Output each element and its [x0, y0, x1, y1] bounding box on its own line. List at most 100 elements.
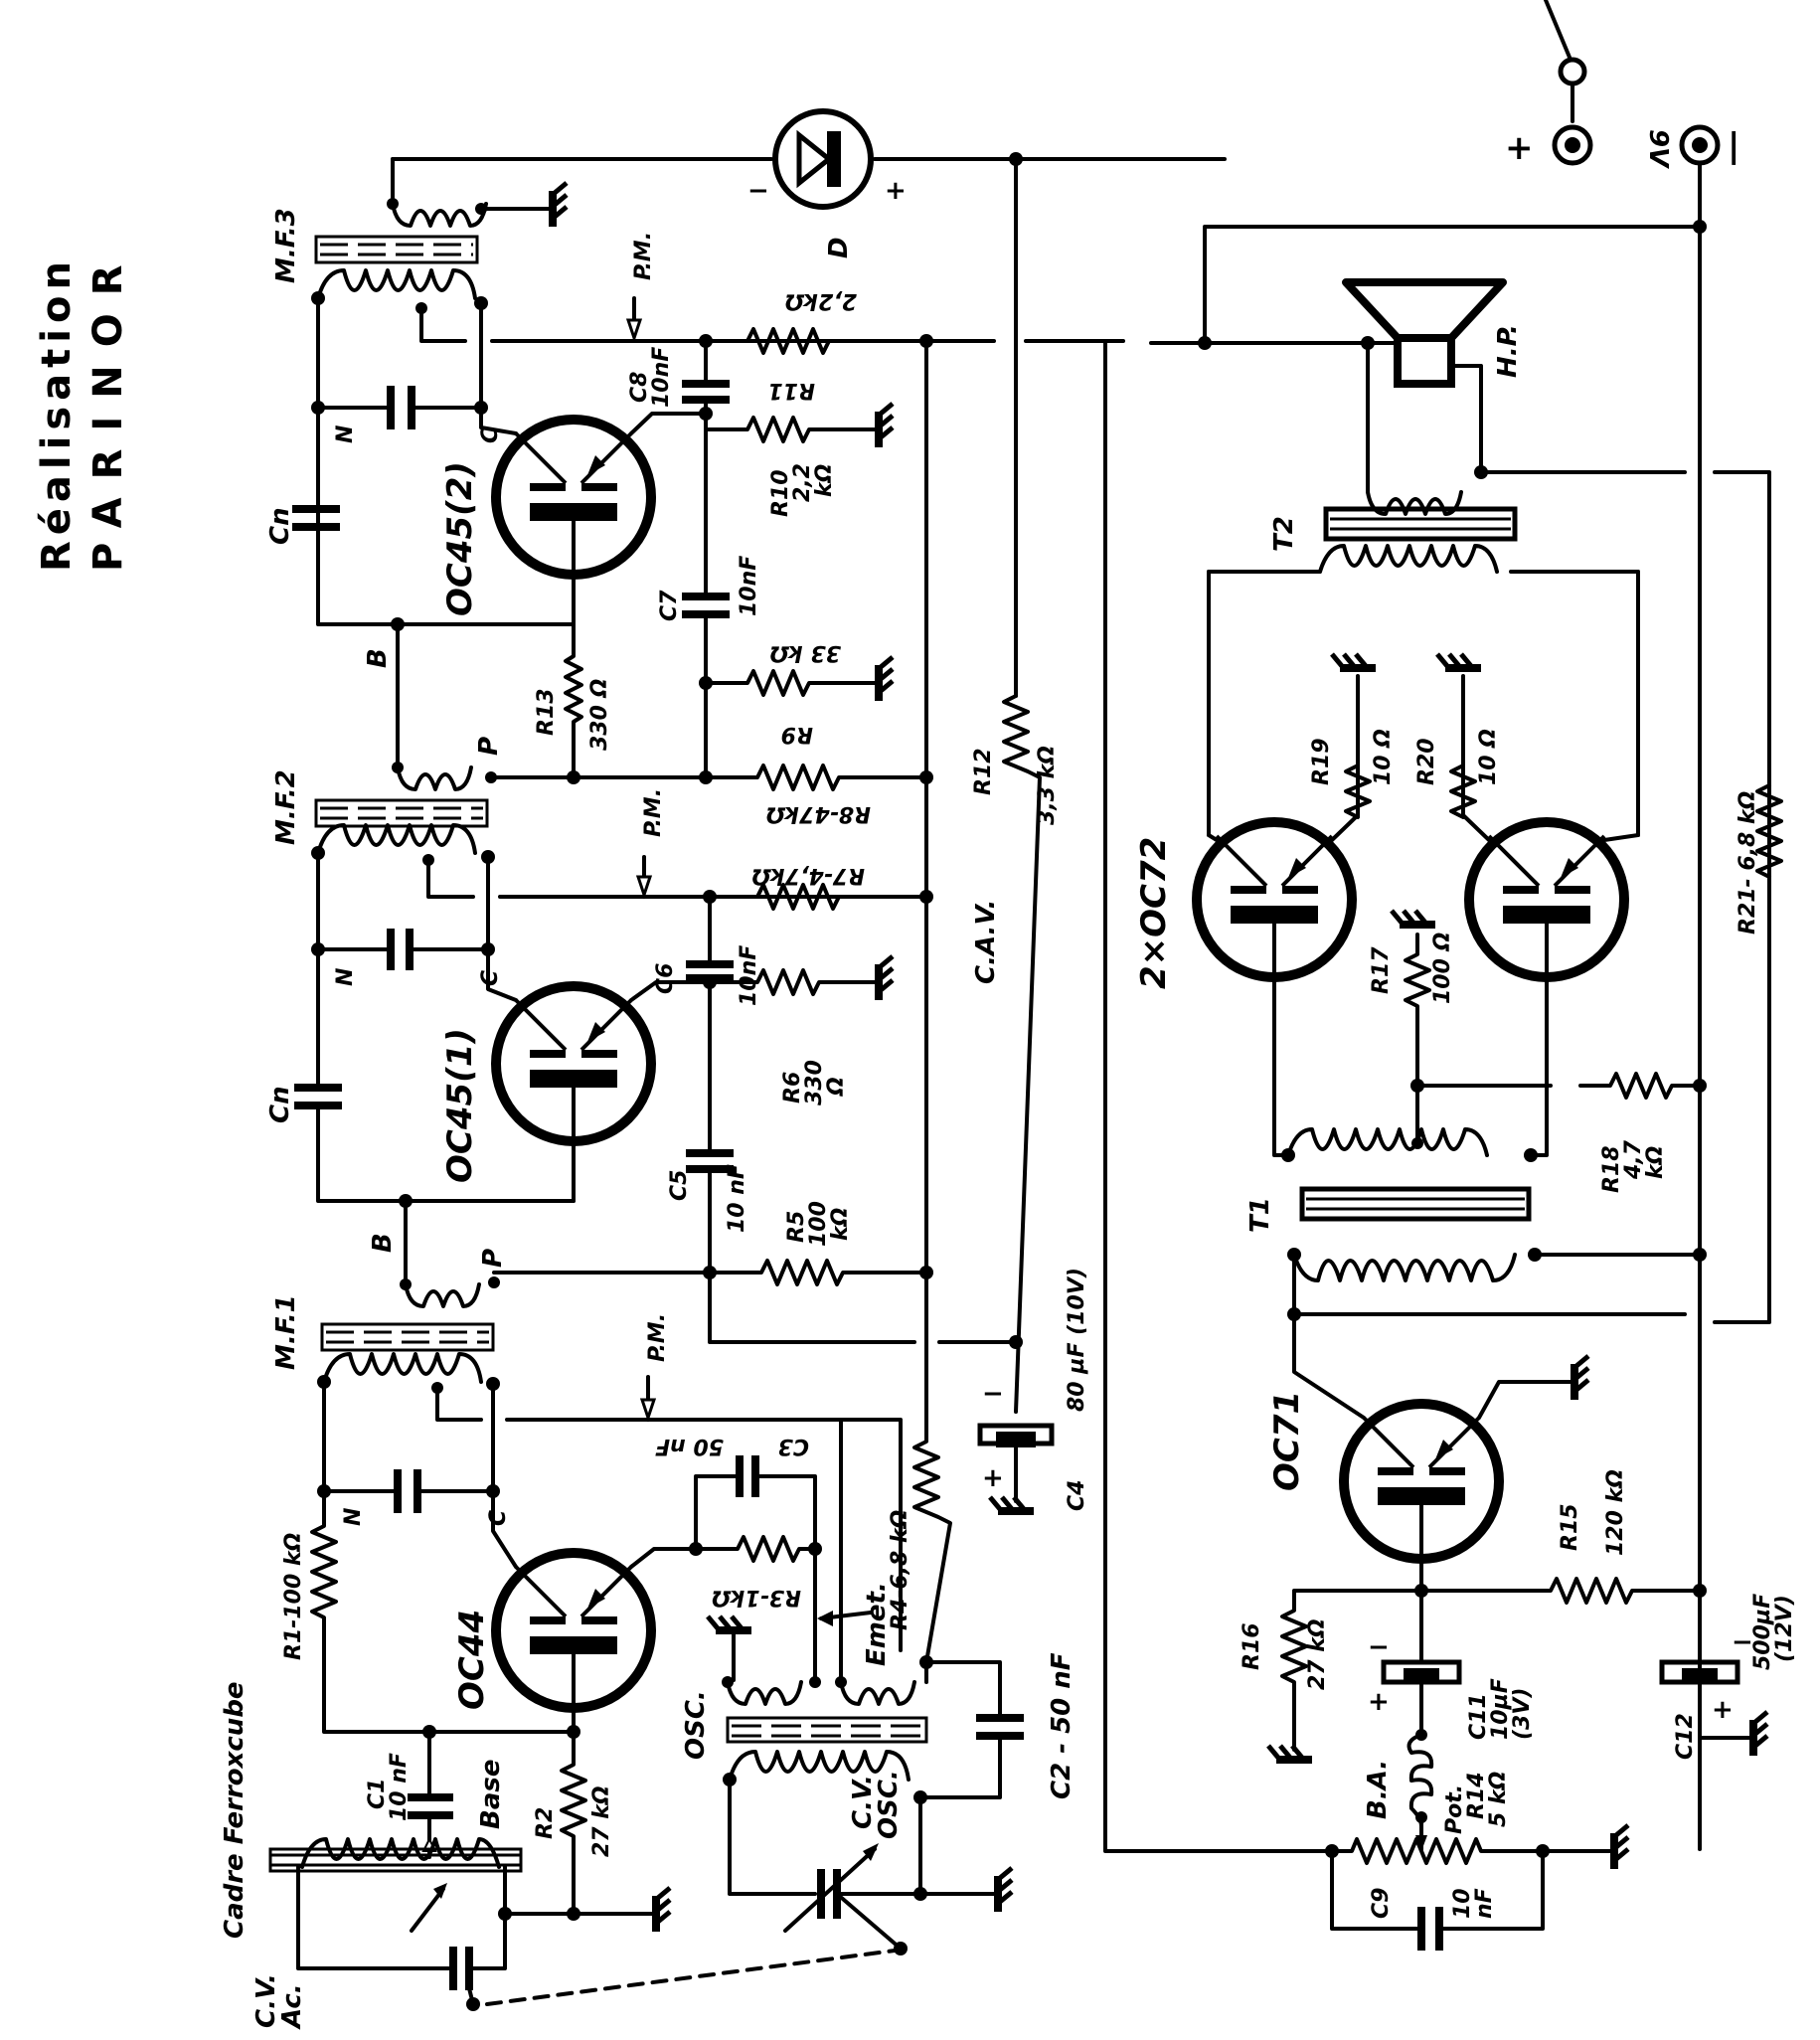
svg-text:Ω: Ω — [824, 1077, 849, 1097]
t1-label: T1 — [1245, 1197, 1275, 1233]
svg-text:R13: R13 — [534, 688, 559, 736]
speaker-label: H.P. — [1493, 324, 1523, 378]
svg-text:Ac.: Ac. — [277, 1983, 307, 2030]
svg-text:(12V): (12V) — [1772, 1595, 1797, 1662]
cn-label-2: Cn — [265, 1086, 295, 1123]
title-line1: Réalisation — [34, 255, 80, 572]
svg-text:R7-4,7kΩ: R7-4,7kΩ — [751, 863, 865, 888]
svg-text:R15: R15 — [1558, 1503, 1582, 1551]
svg-text:+: + — [1505, 128, 1534, 168]
svg-text:R8-47kΩ: R8-47kΩ — [766, 801, 871, 826]
agc-network: R12 3,3 kΩ C.A.V. − + C4 80 µF (10V) — [971, 694, 1089, 1511]
cadre-label: Cadre Ferroxcube — [220, 1681, 249, 1939]
svg-text:C1: C1 — [365, 1779, 390, 1809]
svg-text:N: N — [333, 968, 358, 986]
svg-text:C: C — [478, 970, 503, 986]
svg-text:P.M.: P.M. — [645, 1313, 670, 1362]
svg-text:10µF: 10µF — [1488, 1678, 1513, 1740]
svg-text:4,7: 4,7 — [1621, 1139, 1646, 1180]
svg-text:R21- 6,8 kΩ: R21- 6,8 kΩ — [1736, 791, 1760, 935]
diode-label: D — [824, 237, 854, 258]
svg-text:500µF: 500µF — [1750, 1594, 1775, 1670]
battery-voltage: 9V — [1643, 129, 1673, 169]
svg-text:C: C — [486, 1510, 511, 1526]
oc45-1-label: OC45(1) — [440, 1028, 480, 1183]
svg-text:kΩ: kΩ — [812, 464, 837, 497]
svg-text:27 kΩ: 27 kΩ — [1305, 1618, 1330, 1690]
svg-text:3,3 kΩ: 3,3 kΩ — [1035, 746, 1060, 825]
svg-text:B: B — [368, 1233, 398, 1253]
svg-text:100: 100 — [806, 1201, 831, 1247]
svg-text:330: 330 — [802, 1060, 827, 1105]
osc-label: OSC. — [681, 1690, 711, 1760]
svg-text:(3V): (3V) — [1510, 1688, 1535, 1740]
diode-minus: − — [747, 176, 769, 206]
diode-plus: + — [885, 176, 907, 206]
svg-text:P.M.: P.M. — [641, 788, 666, 837]
transistor-oc45-2: OC45(2) — [440, 406, 708, 626]
svg-text:10 nF: 10 nF — [387, 1753, 412, 1821]
cn-label-3: Cn — [265, 507, 295, 545]
svg-text:OSC.: OSC. — [874, 1770, 904, 1839]
svg-text:R16: R16 — [1240, 1622, 1264, 1670]
oc44-label: OC44 — [452, 1610, 492, 1710]
title-block: Réalisation PARINOR — [34, 247, 131, 572]
oc71-label: OC71 — [1267, 1391, 1307, 1491]
svg-text:10 Ω: 10 Ω — [1371, 729, 1396, 785]
mf2-label: M.F.2 — [271, 769, 301, 845]
svg-text:R6: R6 — [780, 1072, 805, 1104]
svg-text:R12: R12 — [971, 748, 996, 795]
mf2-link-coil: P — [392, 622, 504, 791]
t2-label: T2 — [1269, 516, 1299, 552]
svg-text:R3-1kΩ: R3-1kΩ — [712, 1585, 801, 1610]
t1-transformer: T1 — [1245, 1127, 1707, 1321]
diode-circle — [772, 108, 874, 210]
svg-text:C.V.: C.V. — [251, 1973, 281, 2028]
mf3-label: M.F.3 — [271, 208, 301, 283]
svg-text:330 Ω: 330 Ω — [587, 679, 612, 751]
svg-text:10 Ω: 10 Ω — [1476, 729, 1501, 785]
svg-text:C5: C5 — [667, 1170, 692, 1201]
speaker: H.P. T2 — [1149, 278, 1771, 1324]
svg-text:R11: R11 — [767, 378, 815, 403]
svg-text:+: + — [1712, 1695, 1734, 1725]
svg-text:2,2kΩ: 2,2kΩ — [785, 288, 857, 313]
svg-text:R17: R17 — [1369, 946, 1394, 994]
svg-text:N: N — [341, 1508, 366, 1526]
oscillator-network: C3 50 nF R3-1kΩ Emet. OSC. C2 - 50 nF — [655, 1418, 1076, 1955]
mf3-transformer: M.F.3 N C Cn B — [265, 208, 928, 668]
svg-text:2,2: 2,2 — [790, 463, 815, 502]
mf1-label: M.F.1 — [271, 1294, 301, 1370]
svg-text:120 kΩ: 120 kΩ — [1603, 1469, 1628, 1556]
svg-text:R2: R2 — [533, 1807, 558, 1839]
diode-icon — [796, 129, 834, 189]
cav-label: C.A.V. — [971, 900, 1001, 984]
svg-text:kΩ: kΩ — [828, 1208, 853, 1241]
svg-text:C9: C9 — [1369, 1888, 1394, 1919]
detector-section: − + D — [387, 108, 1227, 698]
transistor-oc44: OC44 — [452, 1489, 698, 1739]
svg-text:R1-100 kΩ: R1-100 kΩ — [281, 1533, 306, 1660]
c8-label: C8 — [627, 372, 652, 403]
svg-text:P: P — [474, 737, 504, 756]
svg-text:Base: Base — [476, 1760, 506, 1829]
svg-text:80 µF (10V): 80 µF (10V) — [1065, 1268, 1089, 1412]
title-line2: PARINOR — [85, 247, 131, 572]
if1-emitter-network: C6 10nF R7-4,7kΩ R6 330 Ω C5 10 nF R5 10… — [492, 863, 1023, 1349]
svg-text:C2 - 50 nF: C2 - 50 nF — [1047, 1652, 1076, 1799]
r4-resistor: R4-6,8 kΩ — [888, 339, 952, 1664]
svg-text:N: N — [333, 425, 358, 443]
svg-text:C11: C11 — [1466, 1693, 1491, 1740]
oc45-2-label: OC45(2) — [440, 461, 480, 616]
svg-text:+: + — [1368, 1687, 1390, 1717]
svg-text:50 nF: 50 nF — [655, 1434, 724, 1458]
svg-text:33 kΩ: 33 kΩ — [769, 640, 841, 665]
svg-text:B: B — [363, 648, 393, 668]
mf1-link-coil: P — [400, 1199, 508, 1308]
svg-text:R4-6,8 kΩ: R4-6,8 kΩ — [888, 1510, 912, 1630]
svg-text:nF: nF — [1472, 1888, 1497, 1919]
svg-text:R9: R9 — [781, 722, 813, 747]
svg-text:10nF: 10nF — [737, 945, 761, 1006]
svg-text:C12: C12 — [1673, 1713, 1698, 1760]
